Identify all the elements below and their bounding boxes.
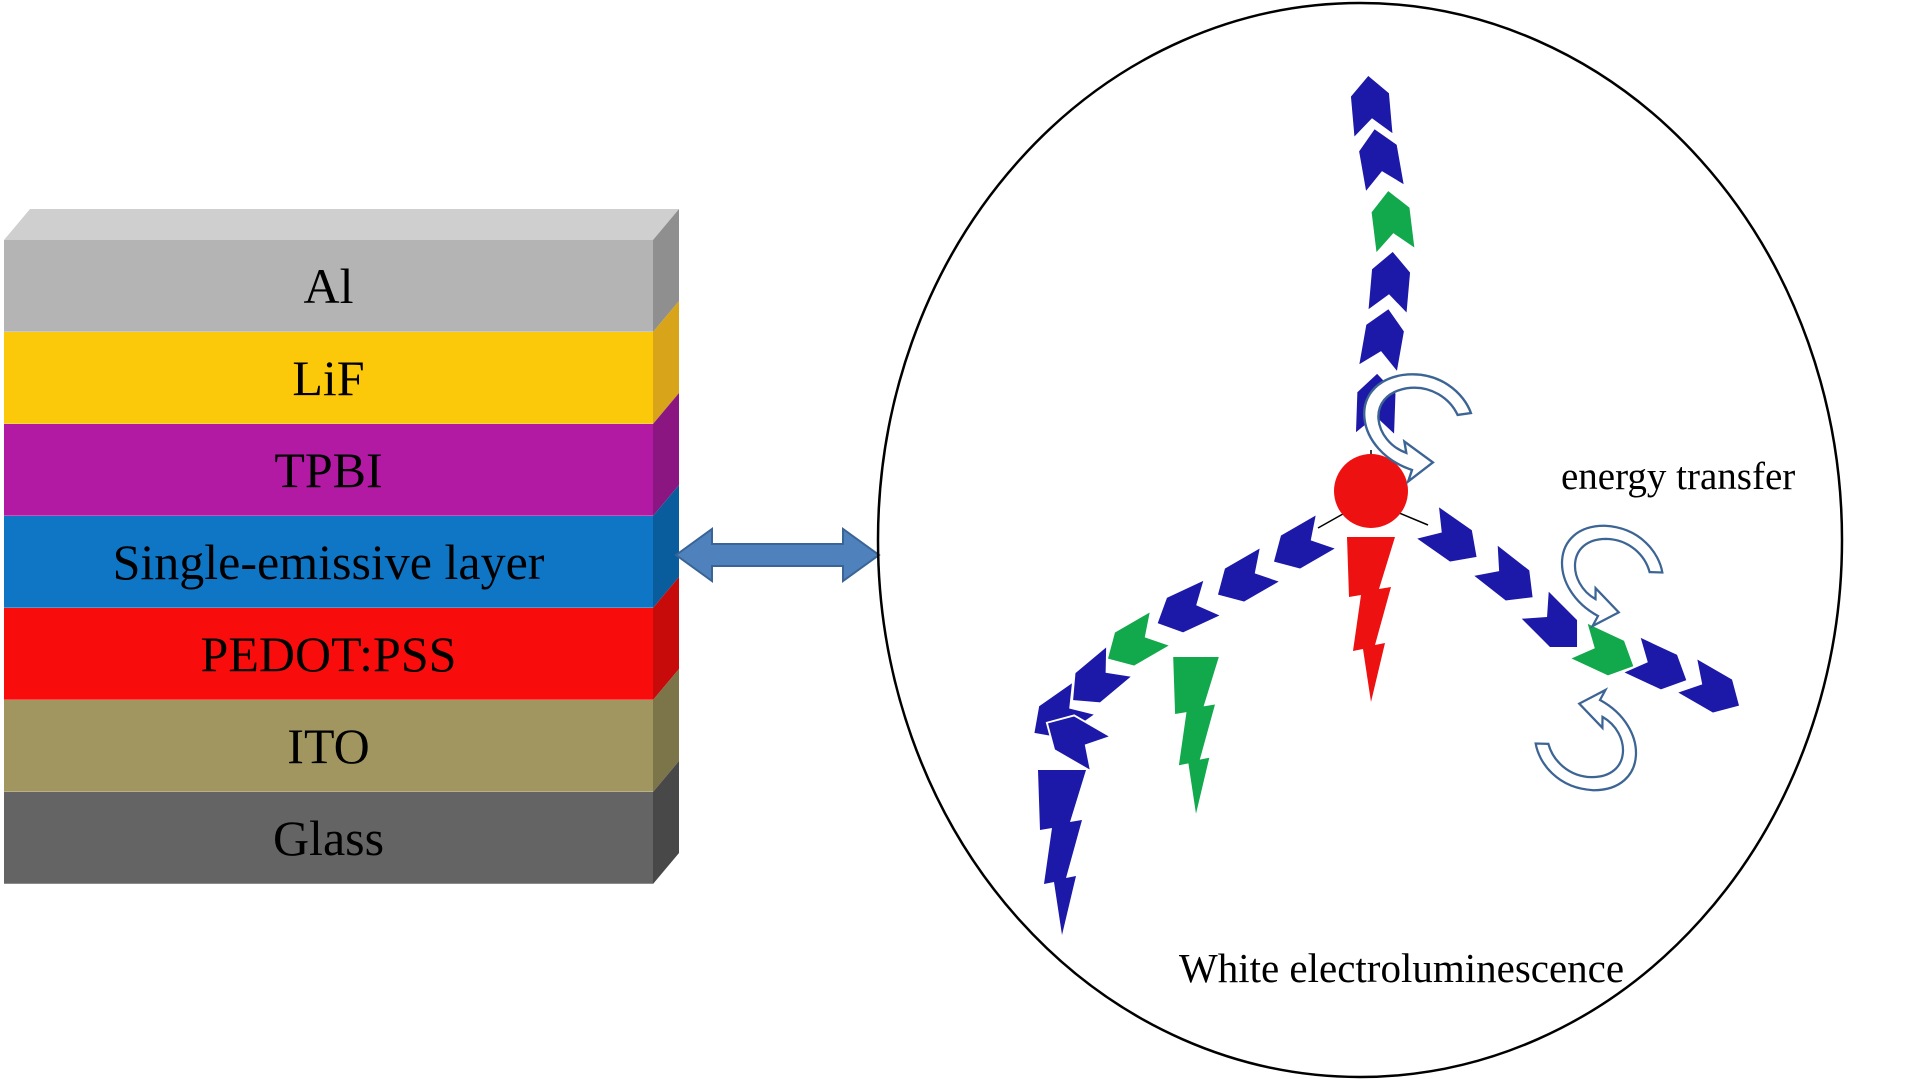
green-emission-bolt	[1173, 657, 1219, 814]
layer-front-face	[4, 700, 653, 792]
blue-emission-bolt	[1038, 770, 1086, 935]
blue-unit	[1347, 71, 1395, 140]
electroluminescence-caption: White electroluminescence	[1179, 945, 1624, 991]
layer-label: ITO	[287, 718, 369, 774]
green-unit	[1367, 186, 1417, 256]
inset-circle	[876, 1, 1844, 1079]
layer-ito: ITO	[4, 669, 679, 793]
layer-pedot-pss: PEDOT:PSS	[4, 577, 679, 701]
energy-transfer-arrow-3	[1528, 678, 1648, 799]
blue-unit	[1366, 247, 1414, 316]
blue-unit	[1471, 542, 1547, 615]
layer-label: Single-emissive layer	[113, 534, 545, 590]
layer-side-face	[653, 761, 679, 884]
layer-side-face	[653, 393, 679, 516]
blue-unit	[1205, 545, 1282, 614]
layer-label: PEDOT:PSS	[201, 626, 457, 682]
layer-side-face	[653, 485, 679, 608]
layer-label: Glass	[273, 810, 384, 866]
blue-unit	[1147, 578, 1223, 643]
molecule-structure	[1020, 71, 1752, 935]
blue-unit	[1414, 504, 1491, 575]
energy-transfer-label: energy transfer	[1561, 455, 1795, 498]
layer-front-face	[4, 332, 653, 424]
core-unit	[1334, 454, 1408, 528]
layer-label: TPBI	[274, 442, 382, 498]
stack-top-face	[4, 209, 679, 240]
blue-unit	[1675, 656, 1752, 725]
layer-single-emissive-layer: Single-emissive layer	[4, 485, 679, 609]
layer-side-face	[653, 301, 679, 424]
layer-label: Al	[304, 258, 354, 314]
layer-side-face	[653, 209, 679, 332]
layer-glass: Glass	[4, 761, 679, 885]
layer-front-face	[4, 240, 653, 332]
double-headed-arrow-icon	[674, 527, 881, 583]
layer-front-face	[4, 516, 653, 608]
blue-unit	[1353, 123, 1406, 194]
layer-label: LiF	[292, 350, 364, 406]
molecule-inset: energy transfer White electroluminescenc…	[876, 1, 1844, 1079]
layer-front-face	[4, 424, 653, 516]
blue-unit	[1357, 303, 1410, 374]
layer-side-face	[653, 577, 679, 700]
layer-front-face	[4, 608, 653, 700]
layer-side-face	[653, 669, 679, 792]
layer-front-face	[4, 792, 653, 884]
red-emission-bolt	[1347, 537, 1395, 702]
